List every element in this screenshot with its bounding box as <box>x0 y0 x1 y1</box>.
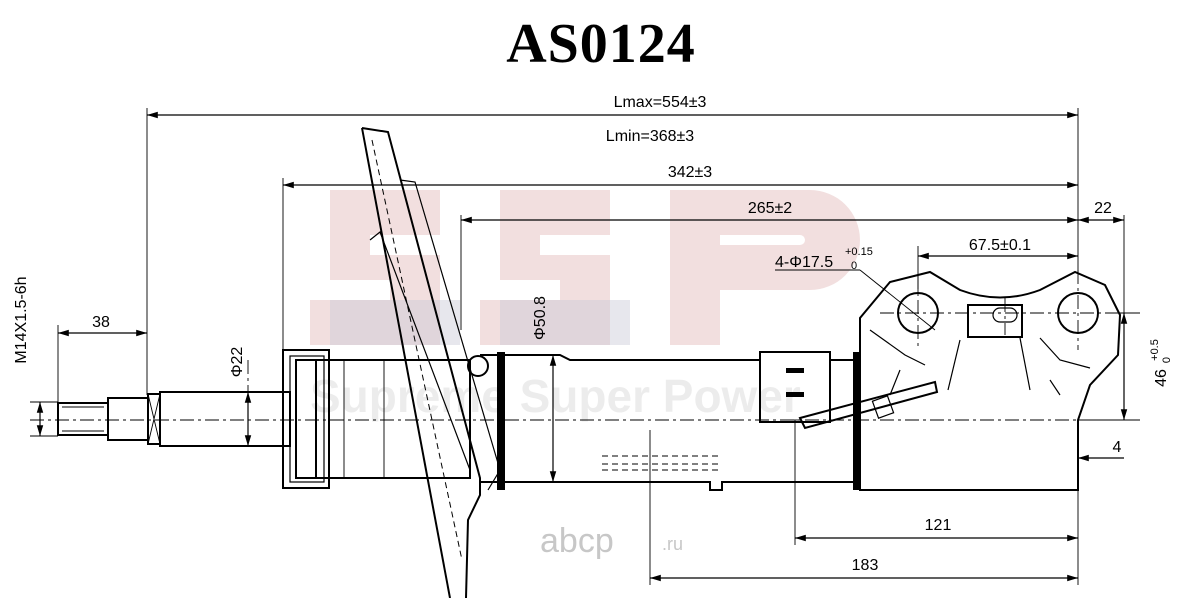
extension-lines <box>30 108 1140 585</box>
dim-265: 265±2 <box>748 200 792 217</box>
dim-thread: M14X1.5-6h <box>13 276 30 363</box>
dimension-labels: Lmax=554±3 Lmin=368±3 342±3 265±2 22 67.… <box>13 94 1173 574</box>
piston-rod <box>57 391 291 447</box>
dim-rod-diameter: Φ22 <box>229 347 246 378</box>
dim-46: 46 <box>1153 369 1170 387</box>
dim-183: 183 <box>852 557 879 574</box>
site-watermark: abcp .ru <box>540 522 683 560</box>
dim-22: 22 <box>1094 200 1112 217</box>
dim-body-diameter: Φ50.8 <box>532 296 549 340</box>
dim-46-tol-upper: +0.5 <box>1149 339 1161 361</box>
dim-lmax: Lmax=554±3 <box>614 94 707 111</box>
spring-seat-plate <box>361 127 501 598</box>
dim-46-tol-lower: 0 <box>1161 357 1173 363</box>
dim-121: 121 <box>925 517 952 534</box>
knuckle-bracket <box>790 270 1122 491</box>
site-watermark-text: abcp <box>540 522 614 560</box>
dim-holes-tol-lower: 0 <box>851 260 857 272</box>
dim-4: 4 <box>1113 439 1122 456</box>
dim-holes-tol-upper: +0.15 <box>845 246 873 258</box>
strut-body <box>296 351 861 491</box>
dim-342: 342±3 <box>668 164 712 181</box>
dim-67-5: 67.5±0.1 <box>969 237 1031 254</box>
dimension-lines <box>36 111 1128 582</box>
site-watermark-suffix: .ru <box>662 534 683 554</box>
part-number-title: AS0124 <box>506 13 696 75</box>
dim-38: 38 <box>92 314 110 331</box>
dim-lmin: Lmin=368±3 <box>606 128 695 145</box>
ssp-watermark-logo: Supreme Super Power <box>310 190 860 422</box>
dim-holes: 4-Φ17.5 <box>775 254 833 271</box>
